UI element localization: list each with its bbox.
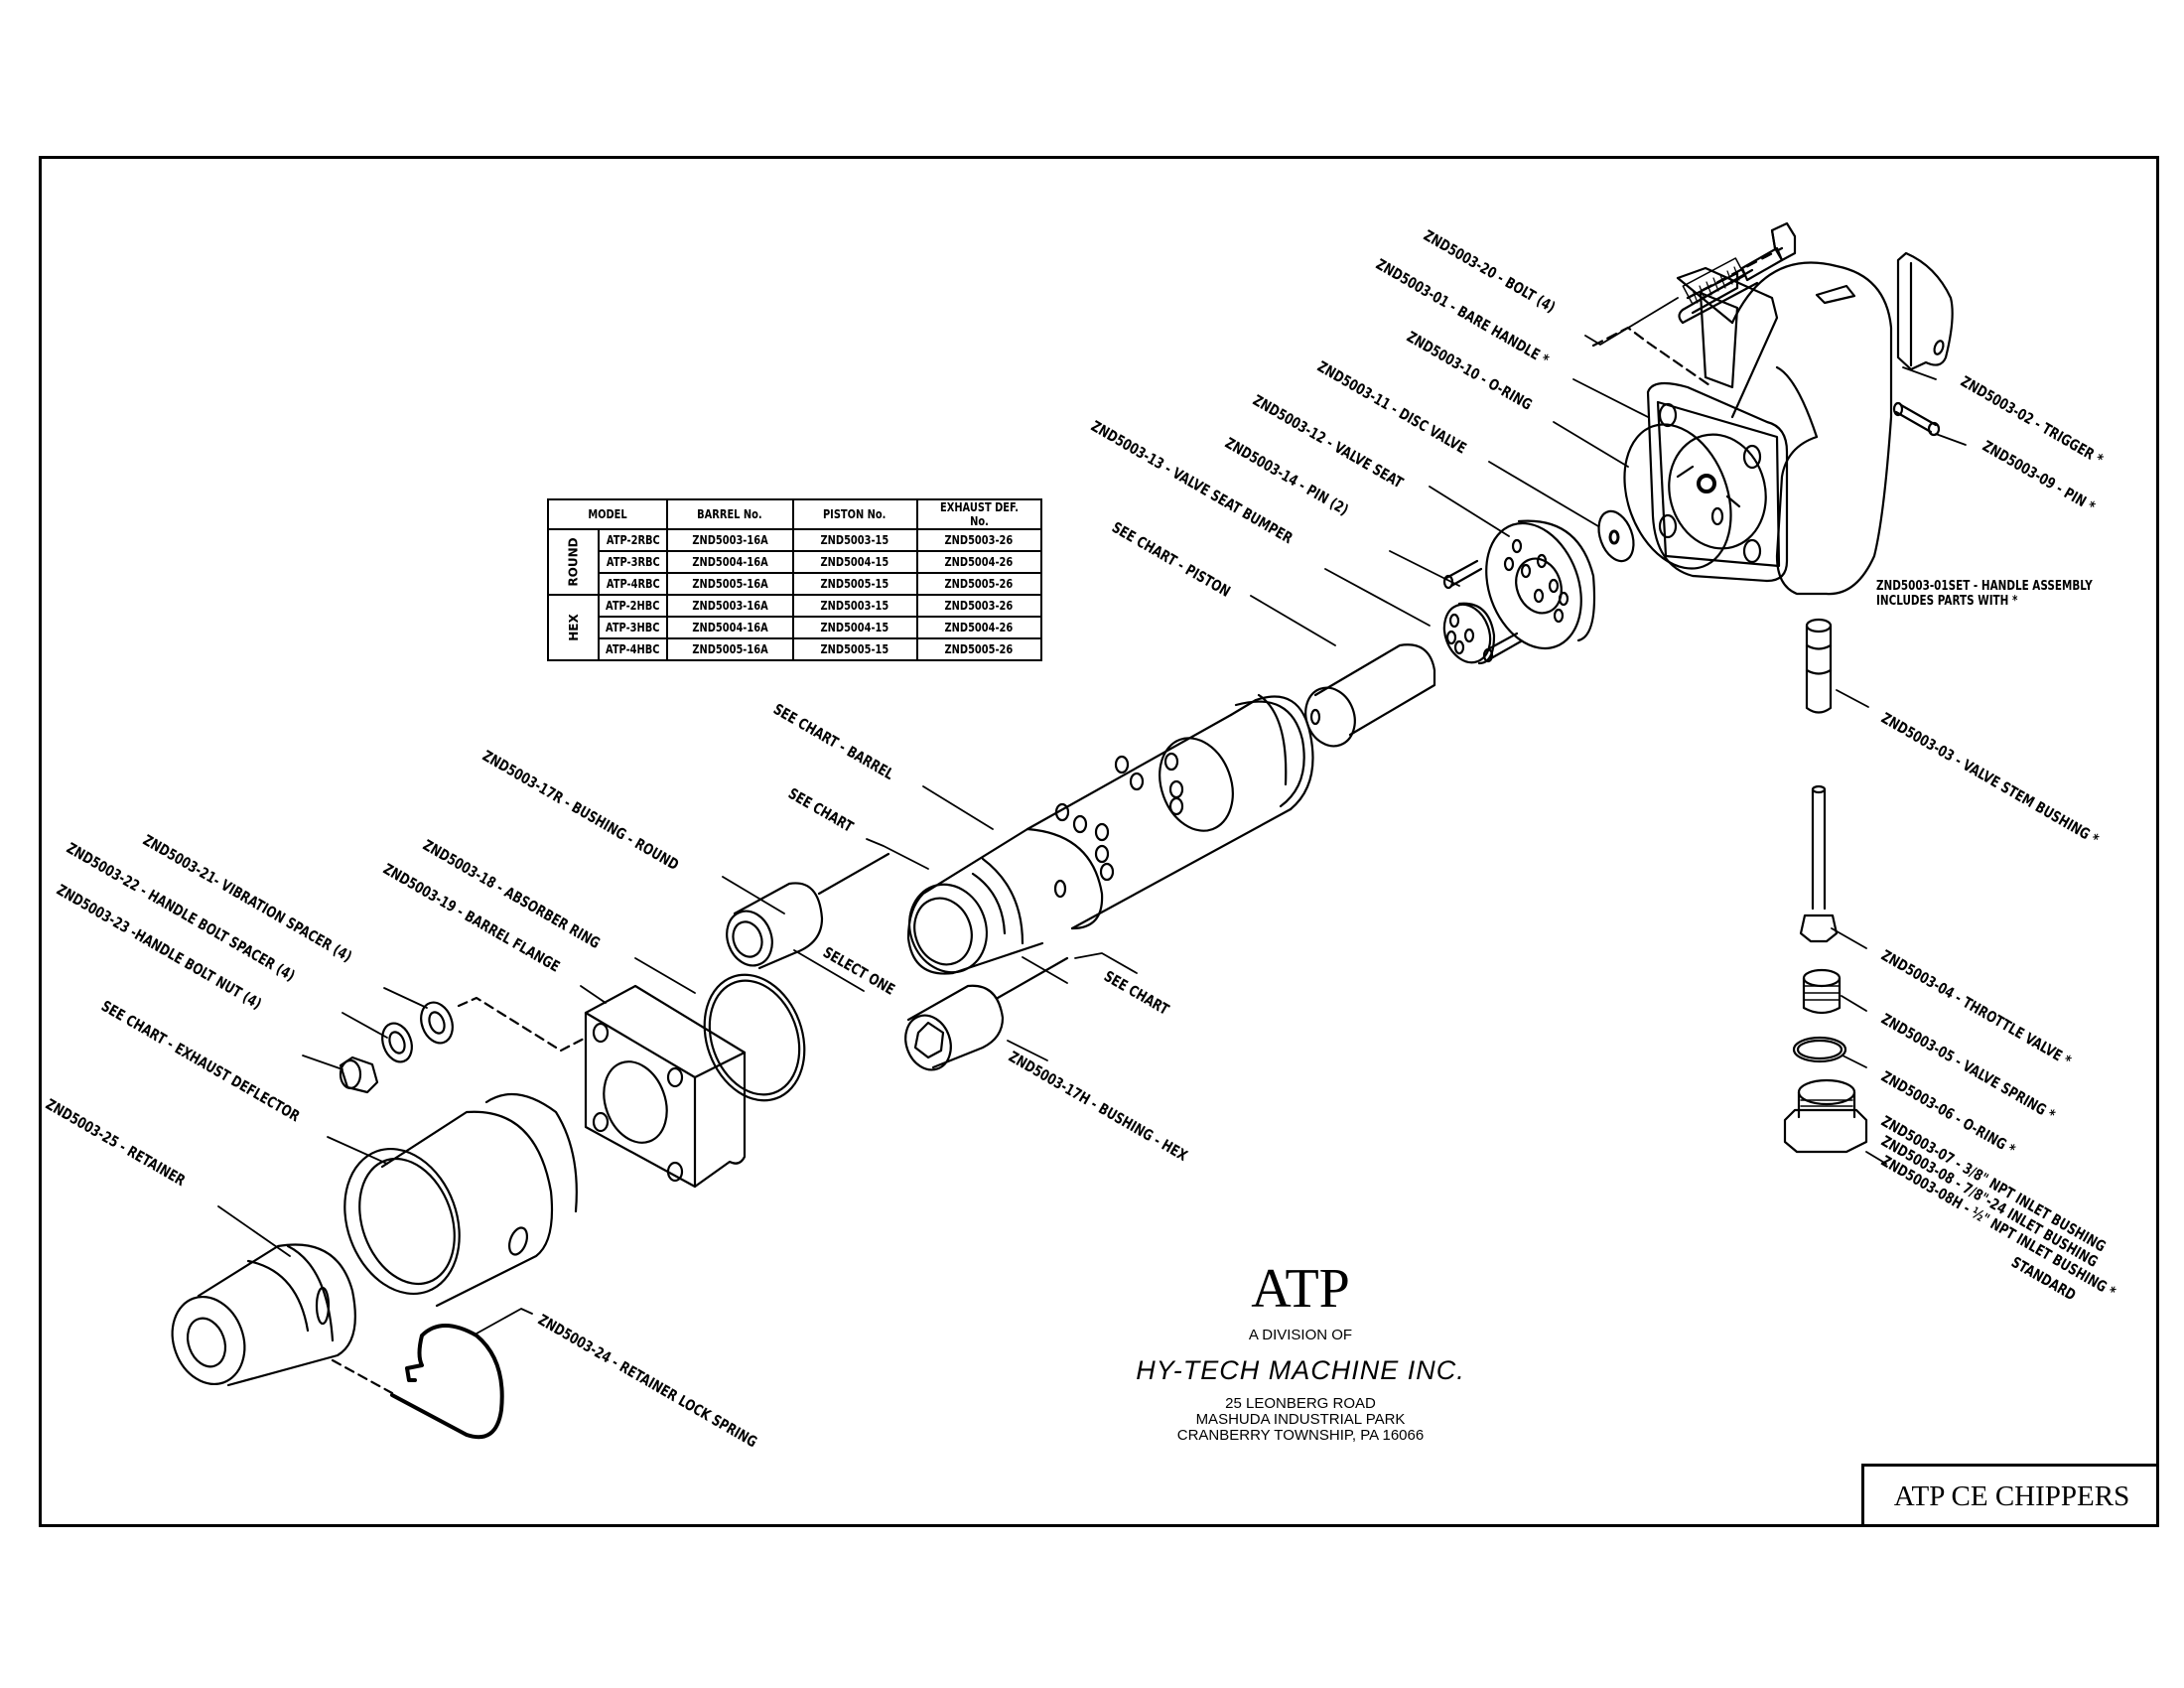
cell-exhaust: ZND5004-26 — [915, 550, 1042, 574]
table-row: ATP-4HBC ZND5005-16A ZND5005-15 ZND5005-… — [548, 637, 1042, 661]
bolt-part — [1678, 221, 1797, 325]
company-name: HY-TECH MACHINE INC. — [1136, 1355, 1465, 1385]
table-row: ATP-3HBC ZND5004-16A ZND5004-15 ZND5004-… — [548, 616, 1042, 639]
cell-barrel: ZND5003-16A — [665, 594, 794, 618]
brand-logo-text: ATP — [1251, 1258, 1350, 1320]
cell-piston: ZND5005-15 — [791, 572, 918, 596]
disc-valve-part — [1597, 509, 1635, 563]
company-info: ATP A DIVISION OF HY-TECH MACHINE INC. 2… — [1052, 1259, 1549, 1444]
inlet-bushing-part — [1783, 1078, 1868, 1154]
bushing-round-part — [726, 852, 890, 970]
division-text: A DIVISION OF — [1248, 1327, 1353, 1343]
absorber-ring-part — [703, 973, 806, 1102]
cell-model: ATP-3HBC — [598, 616, 668, 639]
handle-assembly-note: ZND5003-01SET - HANDLE ASSEMBLY INCLUDES… — [1876, 579, 2093, 609]
cell-barrel: ZND5005-16A — [665, 572, 794, 596]
address-line: CRANBERRY TOWNSHIP, PA 16066 — [1176, 1427, 1425, 1444]
address-line: 25 LEONBERG ROAD — [1225, 1395, 1376, 1412]
bolt-path-line — [1591, 326, 1714, 389]
cell-model: ATP-2RBC — [598, 528, 668, 552]
leader-lines — [217, 297, 1967, 1335]
cell-model: ATP-3RBC — [598, 550, 668, 574]
cell-piston: ZND5003-15 — [791, 528, 918, 552]
vibration-spacer-part — [420, 1001, 454, 1045]
header-exhaust-def: EXHAUST DEF. No. — [915, 498, 1042, 530]
handle-bolt-spacer-part — [381, 1022, 413, 1063]
cell-barrel: ZND5005-16A — [665, 637, 794, 661]
cell-piston: ZND5003-15 — [791, 594, 918, 618]
valve-seat-bumper-part — [1442, 602, 1496, 665]
cell-piston: ZND5004-15 — [791, 616, 918, 639]
trigger-part — [1896, 251, 1954, 371]
cell-exhaust: ZND5004-26 — [915, 616, 1042, 639]
handle-note-line-1: ZND5003-01SET - HANDLE ASSEMBLY — [1876, 579, 2093, 594]
cell-barrel: ZND5004-16A — [665, 550, 794, 574]
o-ring-10-part — [1623, 423, 1732, 570]
table-row: ATP-4RBC ZND5005-16A ZND5005-15 ZND5005-… — [548, 572, 1042, 596]
retainer-path-line — [331, 1358, 394, 1395]
bushing-hex-part — [904, 956, 1069, 1071]
o-ring-06-part — [1792, 1036, 1847, 1063]
cell-model: ATP-2HBC — [598, 594, 668, 618]
table-row: ATP-3RBC ZND5004-16A ZND5004-15 ZND5004-… — [548, 550, 1042, 574]
model-parts-table: MODEL BARREL No. PISTON No. EXHAUST DEF.… — [546, 498, 1042, 661]
cell-piston: ZND5005-15 — [791, 637, 918, 661]
piston-part — [1304, 643, 1436, 748]
handle-note-line-2: INCLUDES PARTS WITH * — [1876, 594, 2018, 609]
barrel-flange-part — [584, 984, 747, 1189]
retainer-lock-spring-part — [390, 1324, 504, 1440]
retainer-part — [171, 1243, 356, 1387]
valve-seat-part — [1485, 519, 1596, 650]
valve-stem-bushing-part — [1805, 618, 1833, 714]
barrel-part — [906, 693, 1314, 975]
handle-bolt-nut-part — [339, 1055, 379, 1094]
cell-exhaust: ZND5005-26 — [915, 637, 1042, 661]
header-barrel: BARREL No. — [665, 498, 794, 530]
valve-spring-part — [1802, 968, 1842, 1015]
cell-model: ATP-4RBC — [598, 572, 668, 596]
cell-exhaust: ZND5003-26 — [915, 594, 1042, 618]
cell-exhaust: ZND5003-26 — [915, 528, 1042, 552]
group-label-hex: HEX — [546, 594, 601, 661]
header-piston: PISTON No. — [791, 498, 918, 530]
cell-barrel: ZND5003-16A — [665, 528, 794, 552]
group-label-round: ROUND — [546, 528, 601, 596]
header-model: MODEL — [547, 498, 668, 530]
pin-14-part — [1442, 559, 1523, 663]
company-address: 25 LEONBERG ROAD MASHUDA INDUSTRIAL PARK… — [1052, 1396, 1549, 1444]
cell-model: ATP-4HBC — [598, 637, 668, 661]
bare-handle-part — [1646, 261, 1893, 596]
cell-barrel: ZND5004-16A — [665, 616, 794, 639]
drawing-frame — [39, 156, 2159, 1527]
spacer-path-line — [457, 996, 588, 1053]
exhaust-deflector-part — [343, 1092, 578, 1308]
table-row: HEX ATP-2HBC ZND5003-16A ZND5003-15 ZND5… — [546, 594, 1042, 661]
title-block: ATP CE CHIPPERS — [1861, 1464, 2159, 1527]
table-row: ROUND ATP-2RBC ZND5003-16A ZND5003-15 ZN… — [546, 528, 1042, 596]
throttle-valve-part — [1799, 784, 1839, 943]
address-line: MASHUDA INDUSTRIAL PARK — [1195, 1411, 1406, 1428]
cell-exhaust: ZND5005-26 — [915, 572, 1042, 596]
table-header-row: MODEL BARREL No. PISTON No. EXHAUST DEF.… — [547, 498, 1042, 530]
cell-piston: ZND5004-15 — [791, 550, 918, 574]
pin-09-part — [1892, 401, 1941, 437]
drawing-title: ATP CE CHIPPERS — [1893, 1480, 2130, 1512]
